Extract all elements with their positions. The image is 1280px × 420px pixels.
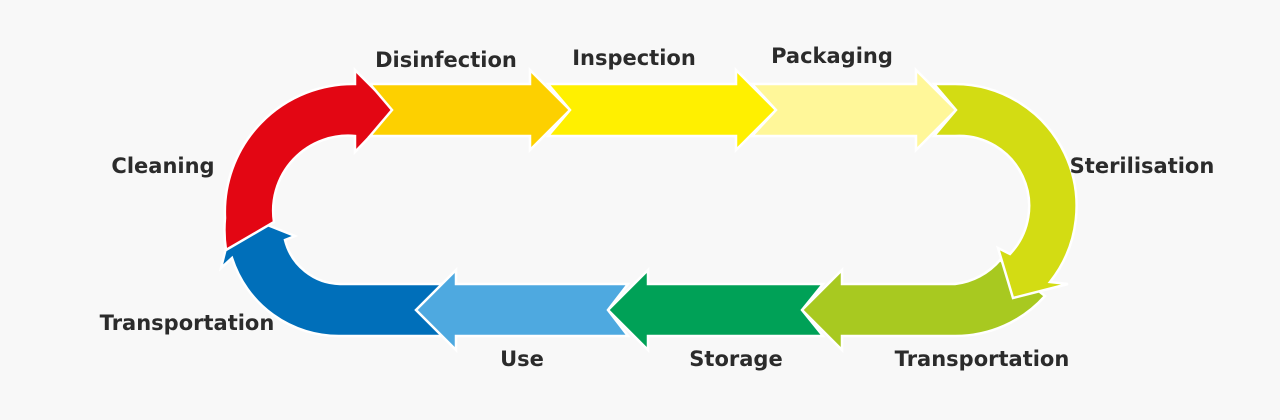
label-cleaning: Cleaning xyxy=(111,154,214,178)
stage-arrow-transportation-1 xyxy=(800,258,1047,354)
stage-arrow-use xyxy=(414,266,631,354)
label-sterilisation: Sterilisation xyxy=(1070,154,1215,178)
stage-arrow-transportation-2 xyxy=(218,210,447,338)
label-transportation-2: Transportation xyxy=(100,311,275,335)
stage-arrow-storage xyxy=(606,266,826,354)
label-packaging: Packaging xyxy=(771,44,893,68)
stage-arrow-cleaning xyxy=(223,66,397,253)
label-use: Use xyxy=(500,347,544,371)
label-inspection: Inspection xyxy=(572,46,696,70)
label-disinfection: Disinfection xyxy=(375,48,517,72)
label-storage: Storage xyxy=(689,347,782,371)
stage-arrow-sterilisation xyxy=(931,82,1078,300)
stage-arrow-inspection xyxy=(545,66,778,154)
stage-arrow-disinfection xyxy=(367,66,572,154)
label-transportation-1: Transportation xyxy=(895,347,1070,371)
stage-arrow-packaging xyxy=(749,66,958,154)
